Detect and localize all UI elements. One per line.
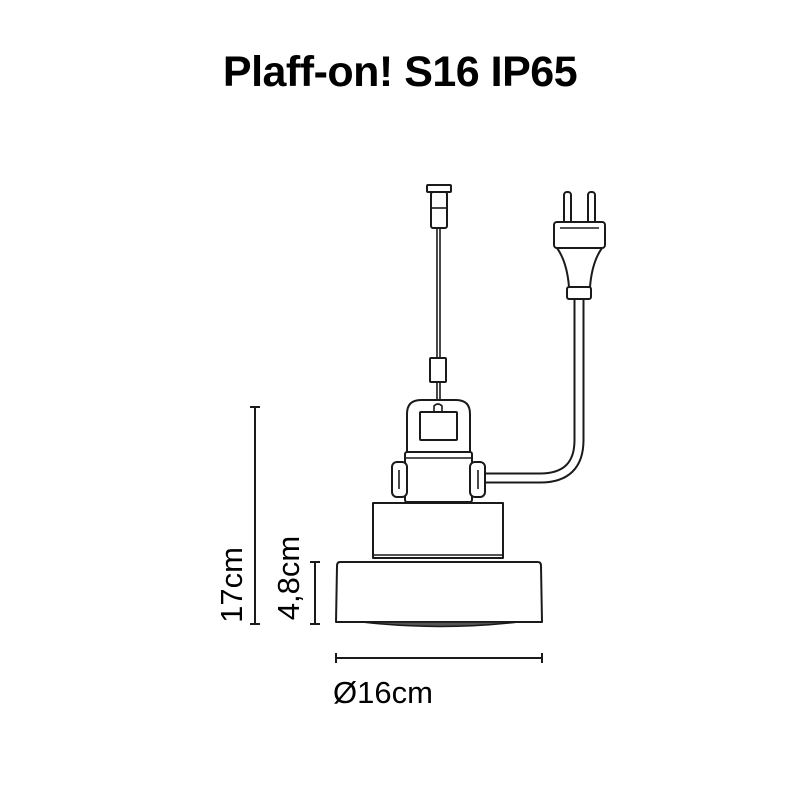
height-total-label: 17cm (214, 547, 249, 623)
lamp-lens (361, 621, 519, 628)
height-dimension-line (250, 406, 260, 625)
power-cable (482, 298, 585, 484)
plug-body (556, 247, 603, 288)
diameter-label: Ø16cm (333, 675, 433, 710)
plug-pin-left (563, 191, 572, 225)
cable-connector (429, 357, 447, 383)
lamp-body (404, 451, 473, 503)
plug-head (553, 221, 606, 249)
shade-height-label: 4,8cm (271, 536, 306, 620)
ceiling-connector (426, 184, 452, 229)
lamp-handle (406, 399, 471, 463)
plug-pin-right (587, 191, 596, 225)
lamp-shade (335, 561, 543, 623)
product-title: Plaff-on! S16 IP65 (223, 48, 577, 96)
power-plug (553, 191, 606, 300)
shade-height-dimension-line (310, 561, 320, 625)
diameter-dimension-line (335, 653, 543, 663)
plug-collar (566, 286, 592, 300)
side-knob-right (469, 461, 486, 498)
side-knob-left (391, 461, 408, 498)
suspension-cable (436, 228, 441, 408)
lamp-collar (372, 502, 504, 559)
